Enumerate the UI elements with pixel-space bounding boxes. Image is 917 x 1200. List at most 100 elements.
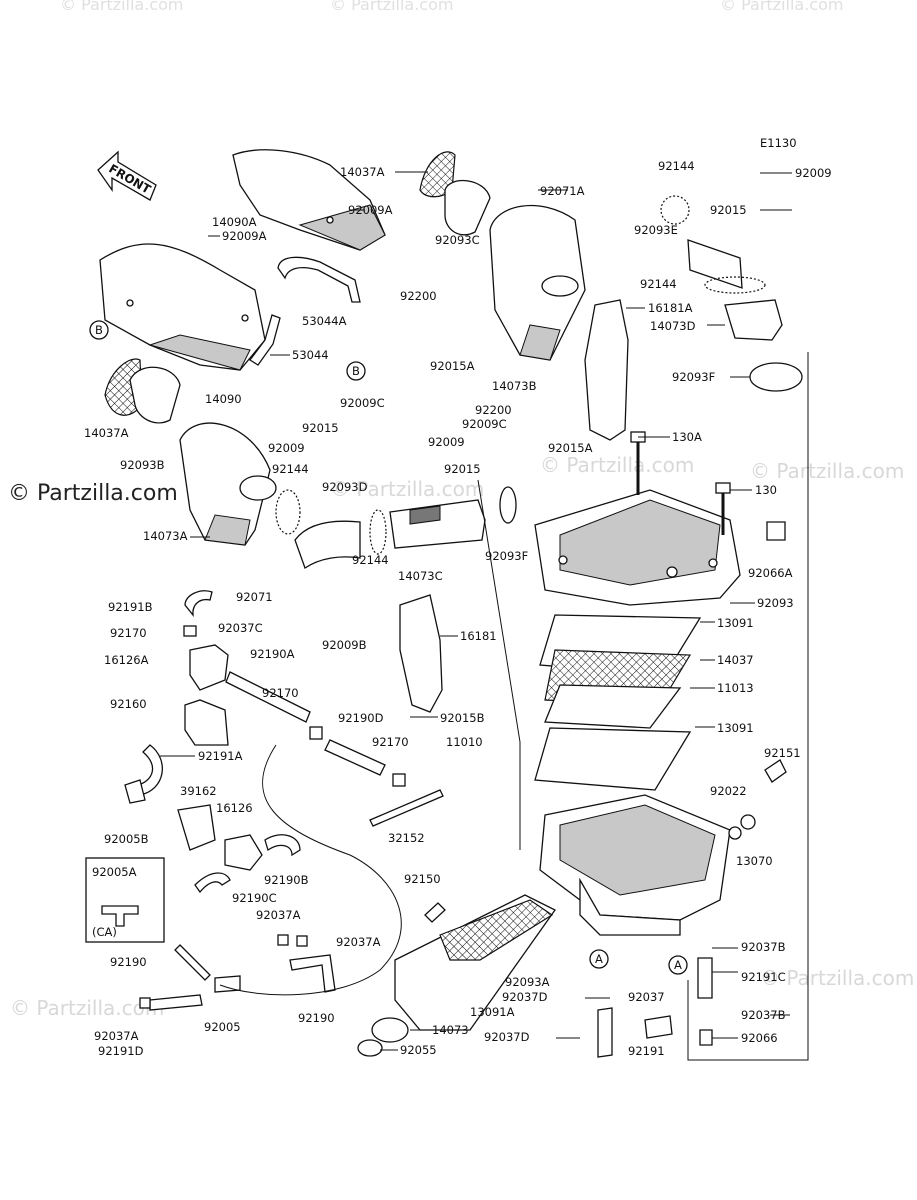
watermark: © Partzilla.com	[10, 996, 164, 1020]
watermark: © Partzilla.com	[330, 477, 484, 501]
callout: 92093D	[322, 480, 368, 494]
callout: 92055	[400, 1043, 437, 1057]
spring-92144-mid	[704, 276, 766, 294]
ref-marker: A	[595, 952, 603, 966]
callout: 14073B	[492, 379, 537, 393]
ref-marker: B	[352, 364, 360, 378]
callout-labels: 92009 92015 92144 92071A 14037A 92009A 1…	[84, 159, 832, 1058]
callout: 92144	[658, 159, 695, 173]
callout: 92009	[428, 435, 465, 449]
watermark: © Partzilla.com	[540, 453, 694, 477]
callout: 92009A	[348, 203, 393, 217]
duct-14073b	[489, 204, 586, 361]
duct-14073	[371, 1017, 409, 1043]
callout: 92191	[628, 1044, 665, 1058]
clamp-92037a-a	[277, 934, 289, 946]
bracket-92160	[184, 699, 229, 746]
hose-92191b	[184, 590, 213, 618]
callout: 92022	[710, 784, 747, 798]
ring-92055	[357, 1039, 383, 1057]
callout: 92170	[110, 626, 147, 640]
spring-92144-a	[275, 489, 301, 535]
callout: 92037	[628, 990, 665, 1004]
callout: 92037A	[336, 935, 381, 949]
callout: 13091	[717, 616, 754, 630]
callout: 92191D	[98, 1044, 144, 1058]
duct-14073a	[179, 422, 277, 546]
callout: 92200	[475, 403, 512, 417]
callout: 92066A	[748, 566, 793, 580]
callout: 14037	[717, 653, 754, 667]
canister-39162	[177, 804, 216, 851]
callout: 14073	[432, 1023, 469, 1037]
callout: 11013	[717, 681, 754, 695]
seal-92093b	[129, 366, 181, 424]
callout: 53044A	[302, 314, 347, 328]
bolt-92151	[764, 759, 787, 783]
hose-92190	[174, 944, 211, 981]
pipe-32152	[369, 789, 444, 827]
hose-92190a	[225, 671, 311, 723]
callout: 92093F	[485, 549, 528, 563]
seal-92093c	[444, 179, 491, 236]
callout: 130	[755, 483, 777, 497]
callout: 92144	[352, 553, 389, 567]
callout: 92191B	[108, 600, 153, 614]
callout: 53044	[292, 348, 329, 362]
callout: 92190	[110, 955, 147, 969]
callout: 92037D	[484, 1030, 530, 1044]
callout: 92009	[268, 441, 305, 455]
callout: 92015	[710, 203, 747, 217]
front-arrow-icon: FRONT	[97, 150, 157, 201]
callout: 92190B	[264, 873, 309, 887]
clamp-92037a-c	[139, 997, 151, 1009]
callout: 92009	[795, 166, 832, 180]
bolt-130	[715, 482, 731, 535]
callout: 92066	[741, 1031, 778, 1045]
callout: 92190C	[232, 891, 277, 905]
callout: 92093A	[505, 975, 550, 989]
hose-92191c	[697, 957, 713, 999]
callout: 92015A	[548, 441, 593, 455]
callout: 92150	[404, 872, 441, 886]
callout: 92191C	[741, 970, 786, 984]
clamp-92170-b	[309, 726, 323, 740]
callout: 92093E	[634, 223, 678, 237]
mesh-14037a-top	[419, 151, 456, 198]
valve-16126a	[189, 644, 229, 691]
callout: 92009B	[322, 638, 367, 652]
fitting-92005b	[124, 779, 146, 804]
panel-16181a	[584, 299, 629, 441]
cleaner-cover	[534, 489, 741, 606]
gasket-92093a	[439, 899, 554, 961]
washer-92022	[728, 826, 742, 840]
bracket-53044	[249, 314, 281, 366]
callout: 92037C	[218, 621, 263, 635]
callout: 92093B	[120, 458, 165, 472]
reference-markers: B B A A	[89, 320, 688, 975]
grommet-13070	[740, 814, 756, 830]
callout: 16126	[216, 801, 253, 815]
callout: 92015B	[440, 711, 485, 725]
callout: 92071	[236, 590, 273, 604]
spring-92144-top	[660, 195, 690, 225]
bracket-53044a	[277, 256, 361, 303]
callout: 92015	[302, 421, 339, 435]
callout: 92005	[204, 1020, 241, 1034]
ca-box: 92005A (CA)	[85, 857, 165, 943]
ring-92093f-top	[749, 362, 803, 392]
watermark: © Partzilla.com	[750, 459, 904, 483]
callout: 92190	[298, 1011, 335, 1025]
callout: 92037B	[741, 1008, 786, 1022]
ca-box-note: (CA)	[92, 925, 117, 939]
callout: 92015A	[430, 359, 475, 373]
callout: 92190A	[250, 647, 295, 661]
callout: 32152	[388, 831, 425, 845]
callout: 92009A	[222, 229, 267, 243]
callout: 92009C	[462, 417, 507, 431]
duct-14073d	[724, 299, 783, 341]
callout: 92093F	[672, 370, 715, 384]
hose-92093e	[687, 239, 743, 289]
ring-92093f-mid	[499, 486, 517, 524]
